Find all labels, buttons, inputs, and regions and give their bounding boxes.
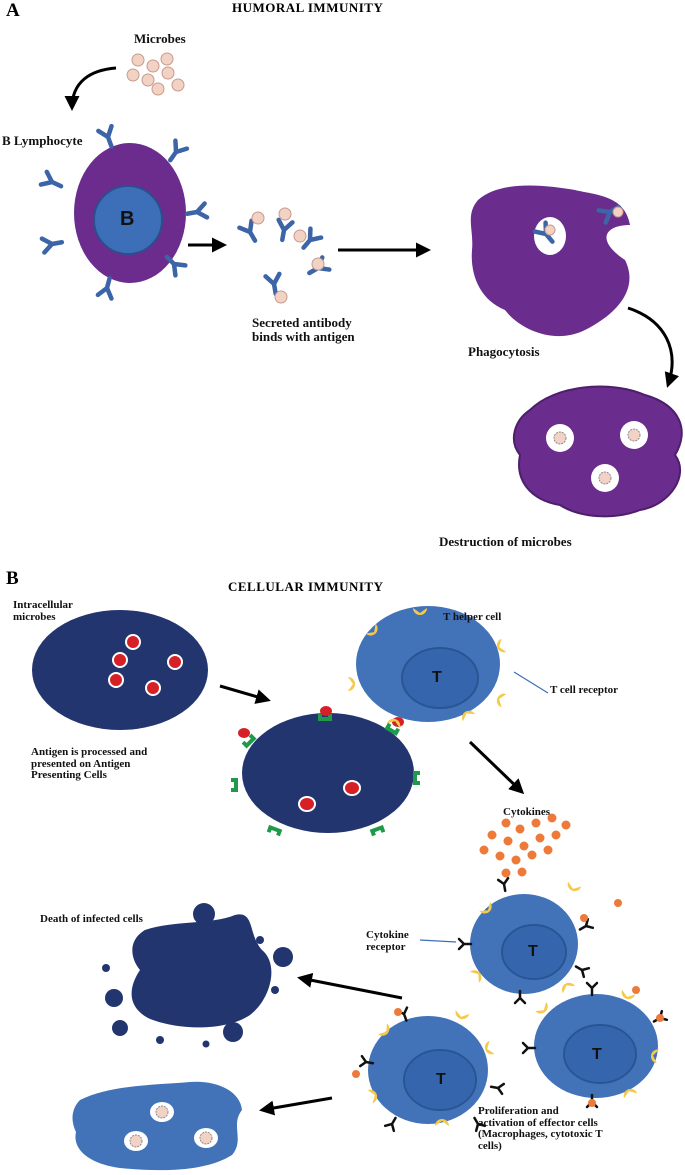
label-cytokine-receptor: Cytokine receptor	[366, 929, 409, 953]
destroying-macrophage-cell	[512, 385, 683, 518]
label-t-helper-cell: T helper cell	[443, 611, 502, 623]
dying-infected-cell	[102, 903, 293, 1048]
arrow-thelper-to-cytokines	[468, 740, 525, 795]
antigen-presenting-cell	[231, 706, 420, 837]
panel-b-letter: B	[6, 568, 19, 589]
arrow-tcells-to-macrophage	[259, 1096, 333, 1116]
cytokines-cluster	[479, 813, 571, 878]
t-cell-3-letter: T	[436, 1071, 446, 1088]
label-antigen-processed: Antigen is processed and presented on An…	[31, 746, 148, 782]
t-cell-2-letter: T	[592, 1046, 602, 1063]
label-destruction: Destruction of microbes	[439, 534, 572, 549]
t-helper-letter: T	[432, 669, 442, 686]
microbes-cluster	[126, 52, 185, 96]
panel-a-heading: HUMORAL IMMUNITY	[232, 0, 384, 15]
label-t-cell-receptor: T cell receptor	[550, 684, 619, 696]
label-death-of-infected: Death of infected cells	[40, 913, 143, 925]
t-helper-cell	[348, 606, 507, 729]
arrow-tcells-to-death	[297, 972, 403, 1000]
label-microbes: Microbes	[134, 31, 186, 46]
phagocyte-cell	[470, 185, 630, 337]
activated-t-cell-1	[457, 876, 622, 1005]
panel-b-heading: CELLULAR IMMUNITY	[228, 579, 384, 594]
t-receptor-pointer	[513, 671, 549, 694]
label-intracellular-microbes: Intracellular microbes	[13, 599, 73, 623]
arrow-infected-to-apc	[219, 684, 271, 704]
effector-macrophage-cell	[72, 1081, 242, 1171]
b-cell-letter: B	[120, 208, 135, 230]
activated-t-cell-3	[352, 1006, 506, 1133]
secreted-antibodies	[239, 207, 329, 304]
label-phagocytosis: Phagocytosis	[468, 344, 540, 359]
label-secreted-antibody: Secreted antibody binds with antigen	[252, 315, 355, 344]
cytokine-receptor-pointer	[419, 939, 457, 943]
b-lymphocyte-cell	[41, 126, 207, 298]
label-b-lymphocyte: B Lymphocyte	[2, 133, 83, 148]
label-cytokines: Cytokines	[503, 806, 551, 818]
panel-a-letter: A	[6, 0, 20, 21]
label-proliferation: Proliferation and activation of effector…	[478, 1105, 603, 1152]
activated-t-cell-2	[521, 981, 669, 1109]
arrow-phagocytosis-to-destruction	[627, 306, 679, 388]
t-cell-1-letter: T	[528, 943, 538, 960]
arrow-microbes-to-bcell	[64, 66, 117, 111]
infected-cell	[32, 610, 208, 730]
